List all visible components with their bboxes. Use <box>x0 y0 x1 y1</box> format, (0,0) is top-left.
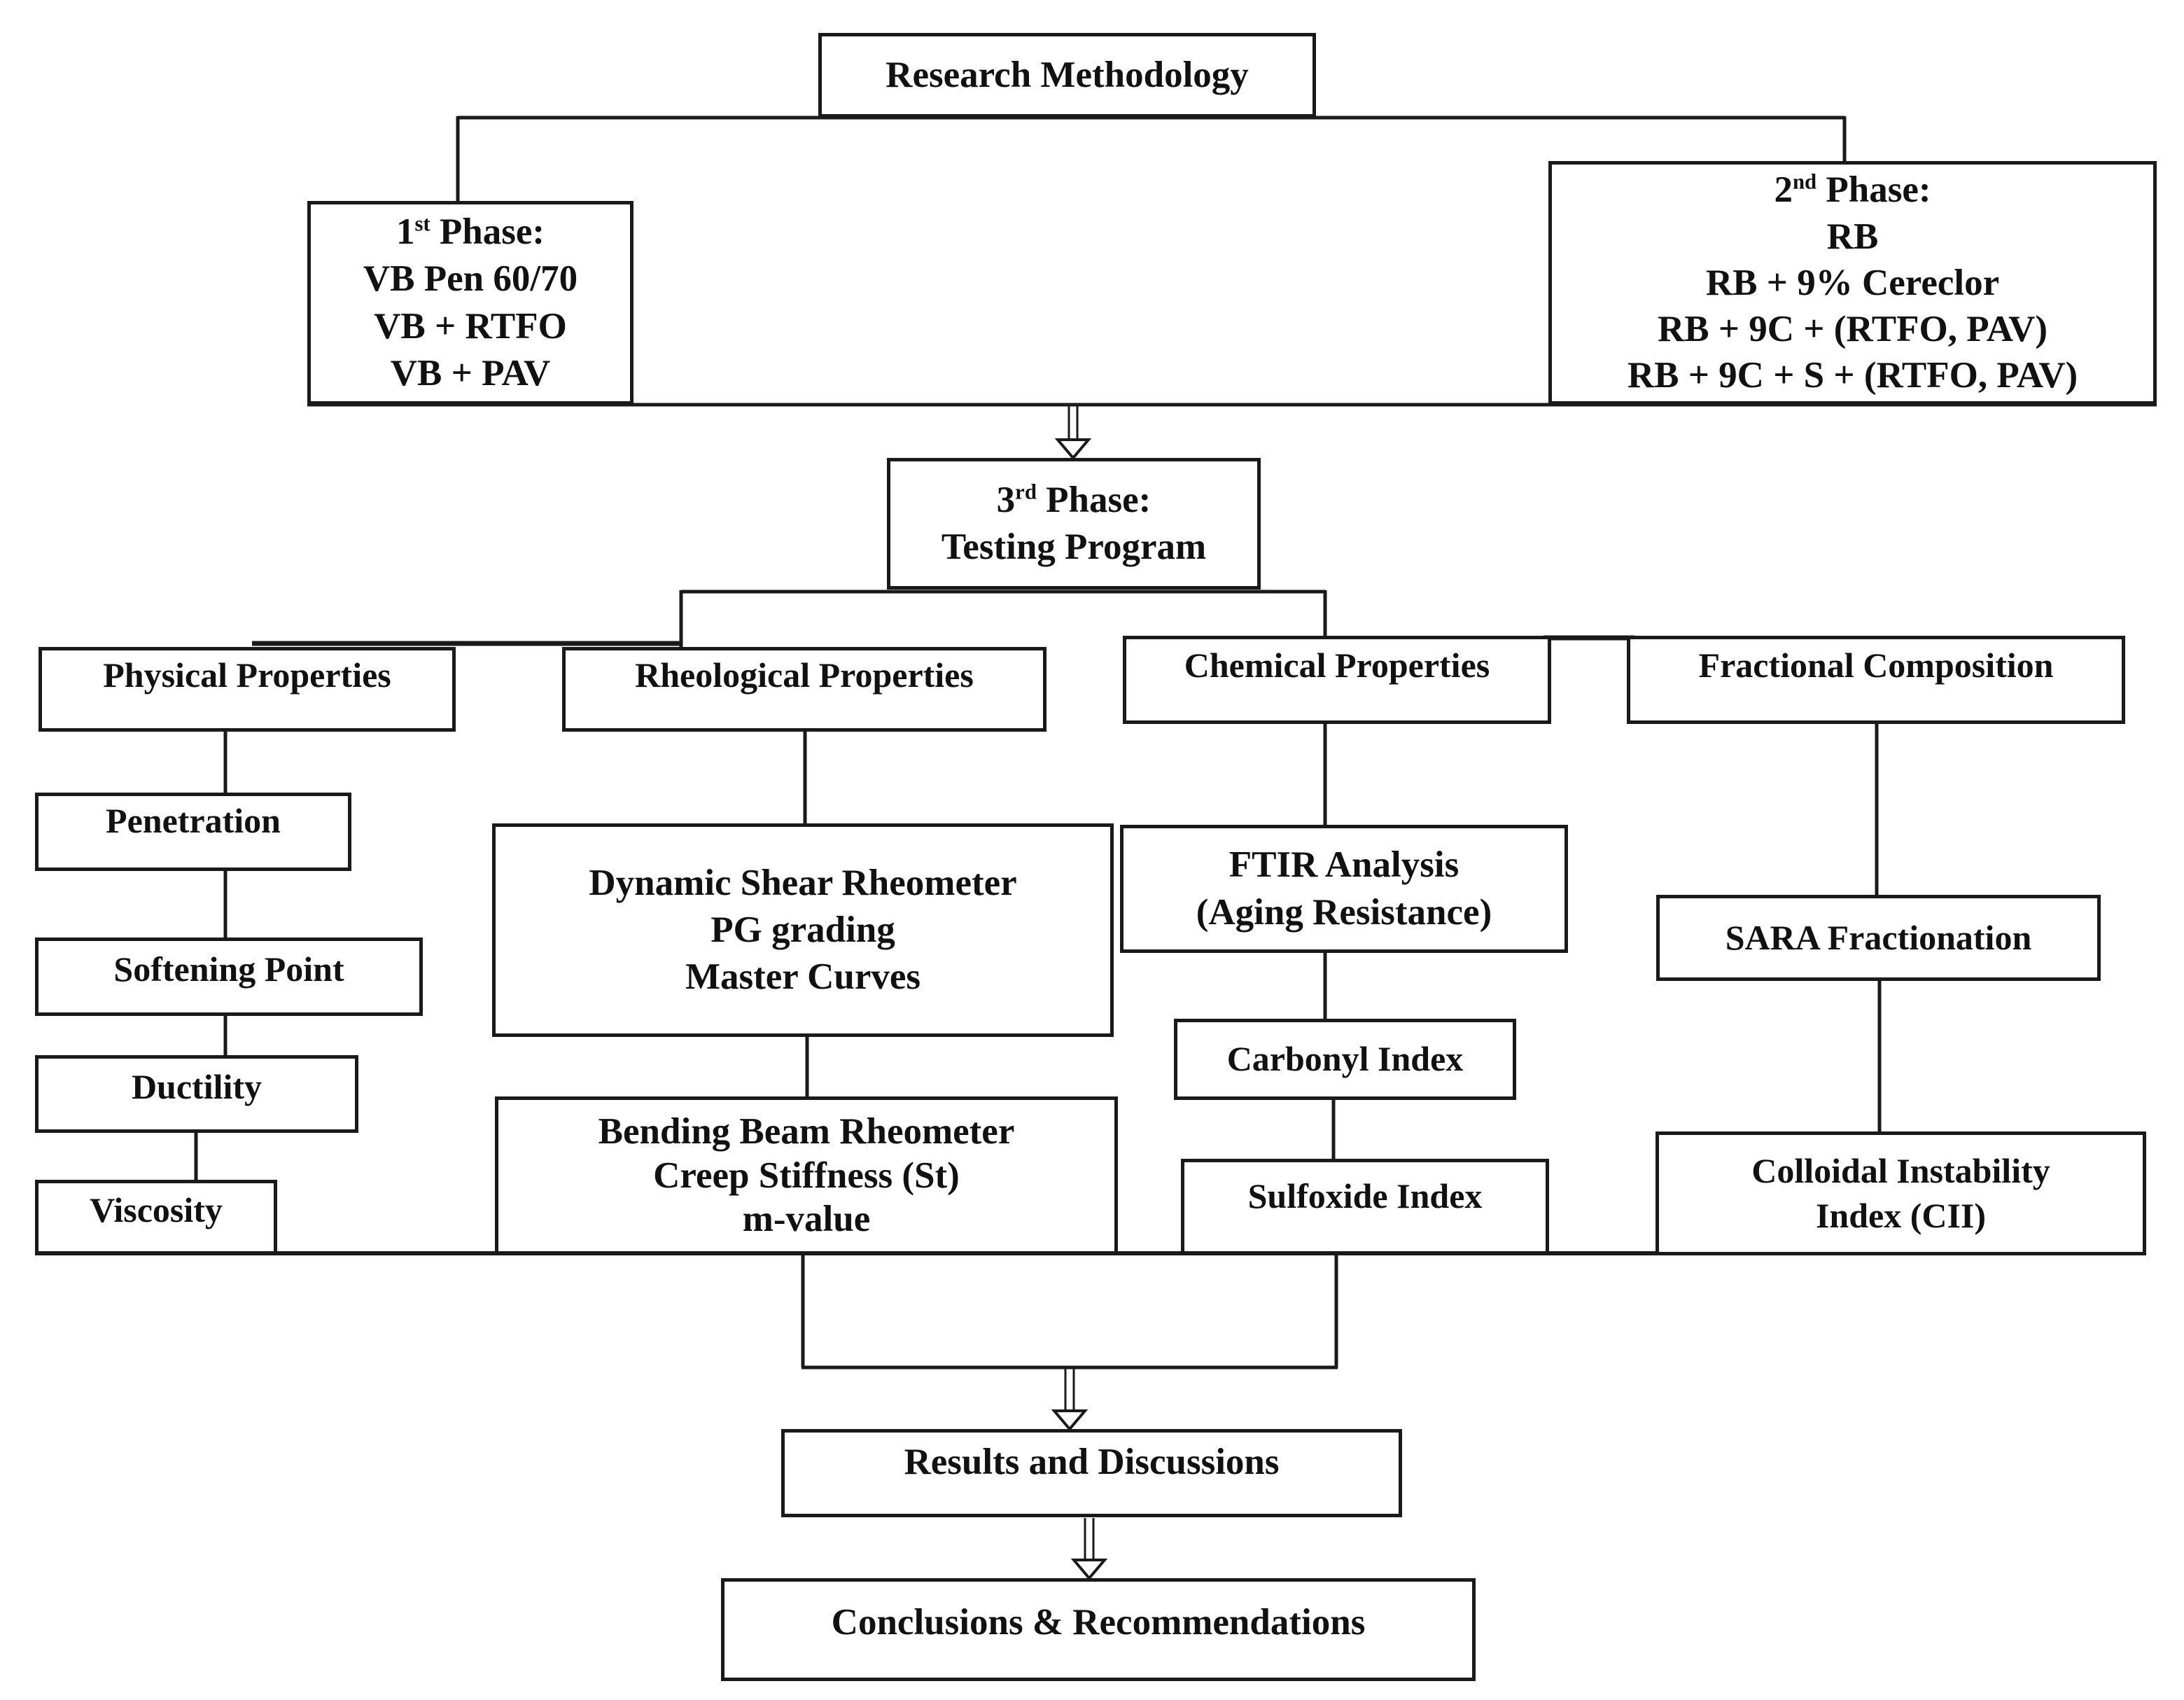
node-carbonyl-index: Carbonyl Index <box>1174 1019 1516 1100</box>
node-line: Index (CII) <box>1815 1195 1987 1235</box>
node-label: Carbonyl Index <box>1226 1039 1464 1079</box>
node-line: (Aging Resistance) <box>1196 891 1492 933</box>
node-physical-properties: Physical Properties <box>38 647 456 732</box>
node-label: Fractional Composition <box>1698 646 2054 685</box>
node-chemical-properties: Chemical Properties <box>1123 636 1551 724</box>
ordinal-superscript: rd <box>1015 480 1037 504</box>
node-dynamic-shear-rheometer: Dynamic Shear Rheometer PG grading Maste… <box>492 823 1114 1037</box>
node-bending-beam-rheometer: Bending Beam Rheometer Creep Stiffness (… <box>495 1096 1118 1255</box>
node-title: 2nd Phase: <box>1774 169 1931 211</box>
node-phase-2: 2nd Phase: RB RB + 9% Cereclor RB + 9C +… <box>1548 161 2157 405</box>
node-line: VB Pen 60/70 <box>363 258 578 300</box>
flow-arrow-phases-to-phase3 <box>1054 406 1092 461</box>
node-label: Research Methodology <box>886 54 1249 95</box>
node-results-and-discussions: Results and Discussions <box>781 1429 1402 1517</box>
node-sulfoxide-index: Sulfoxide Index <box>1181 1159 1549 1255</box>
node-label: Penetration <box>106 801 281 841</box>
node-title: 3rd Phase: <box>996 479 1152 520</box>
node-line: RB + 9C + S + (RTFO, PAV) <box>1627 355 2078 396</box>
node-label: Chemical Properties <box>1184 646 1490 685</box>
node-fractional-composition: Fractional Composition <box>1627 636 2125 724</box>
node-label: Softening Point <box>113 949 344 989</box>
node-line: Testing Program <box>941 527 1207 567</box>
node-phase-3-testing-program: 3rd Phase: Testing Program <box>887 458 1261 590</box>
node-line: Creep Stiffness (St) <box>653 1155 960 1196</box>
node-line: PG grading <box>710 909 895 950</box>
node-line: Dynamic Shear Rheometer <box>589 862 1017 903</box>
node-line: RB + 9% Cereclor <box>1705 262 2000 303</box>
node-line: Master Curves <box>685 956 921 998</box>
node-rheological-properties: Rheological Properties <box>562 647 1046 732</box>
node-label: SARA Fractionation <box>1725 917 2032 957</box>
flow-arrow-results-to-conclusions <box>1070 1518 1108 1581</box>
node-line: FTIR Analysis <box>1228 844 1460 886</box>
node-label: Ductility <box>131 1066 262 1106</box>
node-ductility: Ductility <box>35 1055 358 1133</box>
node-penetration: Penetration <box>35 793 351 871</box>
node-sara-fractionation: SARA Fractionation <box>1656 895 2101 981</box>
node-ftir-analysis: FTIR Analysis (Aging Resistance) <box>1120 825 1568 953</box>
node-line: VB + RTFO <box>374 305 567 347</box>
ordinal-superscript: nd <box>1792 169 1817 194</box>
node-colloidal-instability-index: Colloidal Instability Index (CII) <box>1656 1131 2146 1255</box>
node-line: RB + 9C + (RTFO, PAV) <box>1657 309 2048 350</box>
node-label: Conclusions & Recommendations <box>831 1601 1366 1643</box>
node-research-methodology: Research Methodology <box>818 33 1316 118</box>
node-label: Rheological Properties <box>635 655 974 695</box>
node-line: Colloidal Instability <box>1751 1151 2050 1190</box>
node-viscosity: Viscosity <box>35 1180 277 1255</box>
node-softening-point: Softening Point <box>35 938 423 1016</box>
node-label: Physical Properties <box>103 655 391 695</box>
node-phase-1: 1st Phase: VB Pen 60/70 VB + RTFO VB + P… <box>307 201 634 405</box>
node-line: VB + PAV <box>390 352 551 393</box>
node-line: m-value <box>742 1199 871 1240</box>
flow-arrow-bracket-to-results <box>1051 1369 1088 1432</box>
ordinal-superscript: st <box>414 211 430 236</box>
node-title: 1st Phase: <box>396 211 545 252</box>
node-label: Sulfoxide Index <box>1247 1176 1483 1215</box>
node-line: Bending Beam Rheometer <box>598 1111 1015 1152</box>
node-label: Viscosity <box>90 1190 223 1229</box>
node-conclusions-recommendations: Conclusions & Recommendations <box>721 1578 1476 1681</box>
node-label: Results and Discussions <box>904 1442 1280 1483</box>
node-line: RB <box>1826 216 1879 257</box>
